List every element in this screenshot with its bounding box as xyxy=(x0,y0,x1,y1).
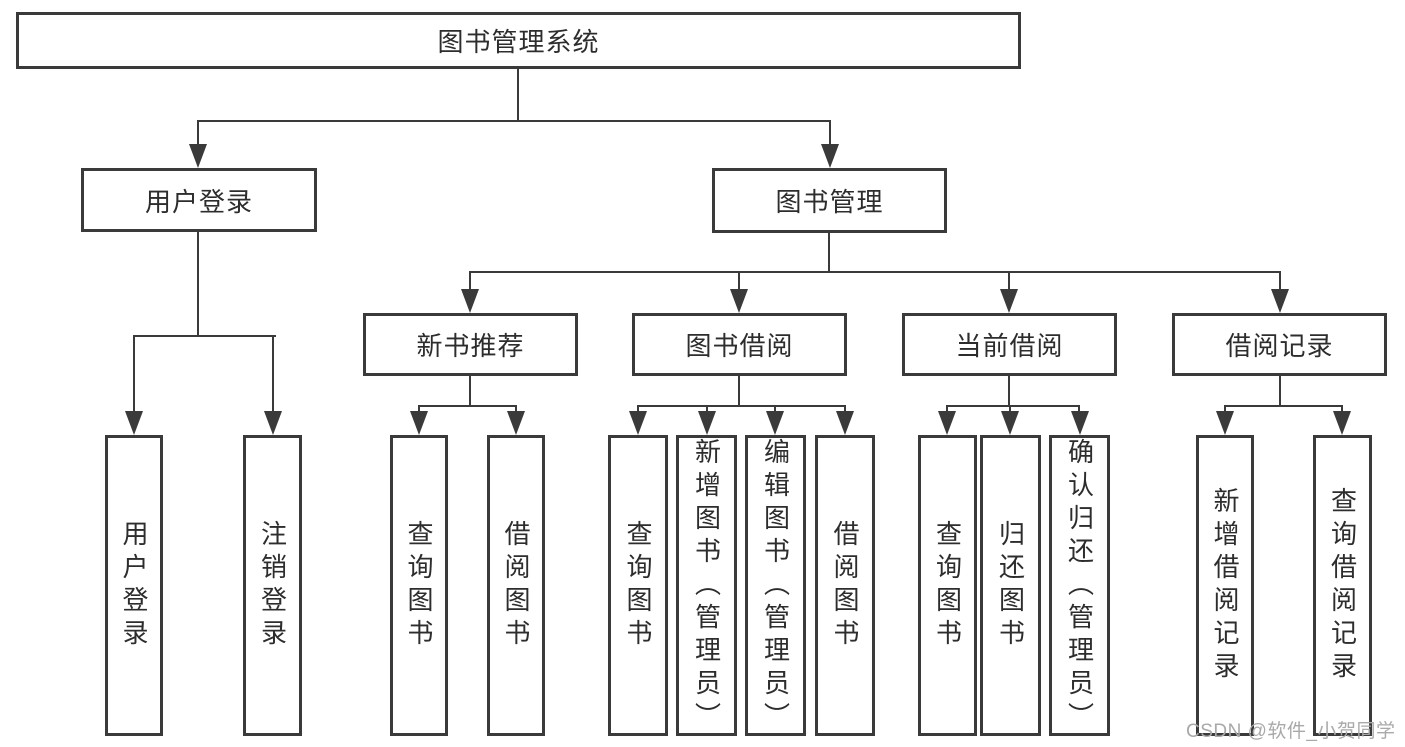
arrow-down-icon xyxy=(410,411,428,435)
arrow-down-icon xyxy=(125,411,143,435)
connector-line xyxy=(517,69,519,122)
connector-line xyxy=(774,405,776,415)
arrow-down-icon xyxy=(629,411,647,435)
connector-line xyxy=(1008,271,1010,292)
arrow-down-icon xyxy=(1000,289,1018,313)
leaf-edit-book-admin: 编辑图书（管理员） xyxy=(745,435,806,736)
node-current-borrow: 当前借阅 xyxy=(902,313,1117,376)
node-book-management: 图书管理 xyxy=(712,168,947,233)
connector-line xyxy=(197,232,199,337)
connector-line xyxy=(418,405,420,415)
leaf-add-borrow-record: 新增借阅记录 xyxy=(1196,435,1254,736)
connector-line xyxy=(738,271,740,292)
connector-line xyxy=(1009,405,1011,415)
arrow-down-icon xyxy=(938,411,956,435)
arrow-down-icon xyxy=(1333,411,1351,435)
arrow-down-icon xyxy=(461,289,479,313)
leaf-query-borrow-record: 查询借阅记录 xyxy=(1313,435,1372,736)
arrow-down-icon xyxy=(507,411,525,435)
leaf-add-book-admin: 新增图书（管理员） xyxy=(676,435,737,736)
connector-line xyxy=(829,120,831,148)
connector-line xyxy=(133,335,276,337)
leaf-logout: 注销登录 xyxy=(243,435,302,736)
connector-line xyxy=(1279,271,1281,292)
leaf-query-books-borrow: 查询图书 xyxy=(608,435,668,736)
arrow-down-icon xyxy=(766,411,784,435)
arrow-down-icon xyxy=(730,289,748,313)
leaf-query-books-current: 查询图书 xyxy=(918,435,977,736)
node-new-book-recommend: 新书推荐 xyxy=(363,313,578,376)
connector-line xyxy=(418,405,517,407)
leaf-query-books-recommend: 查询图书 xyxy=(390,435,448,736)
connector-line xyxy=(637,405,846,407)
connector-line xyxy=(706,405,708,415)
connector-line xyxy=(828,233,830,273)
connector-line xyxy=(197,120,831,122)
connector-line xyxy=(469,376,471,407)
node-borrow-records: 借阅记录 xyxy=(1172,313,1387,376)
connector-line xyxy=(1224,405,1226,415)
connector-line xyxy=(637,405,639,415)
connector-line xyxy=(469,271,471,292)
connector-line xyxy=(272,335,274,414)
connector-line xyxy=(133,335,135,414)
connector-line xyxy=(515,405,517,415)
connector-line xyxy=(1224,405,1343,407)
node-user-login: 用户登录 xyxy=(81,168,317,232)
connector-line xyxy=(946,405,948,415)
leaf-confirm-return-admin: 确认归还（管理员） xyxy=(1049,435,1110,736)
leaf-user-login: 用户登录 xyxy=(105,435,163,736)
arrow-down-icon xyxy=(821,144,839,168)
leaf-return-book: 归还图书 xyxy=(980,435,1041,736)
arrow-down-icon xyxy=(836,411,854,435)
leaf-borrow-books-recommend: 借阅图书 xyxy=(487,435,545,736)
node-root: 图书管理系统 xyxy=(16,12,1021,69)
connector-line xyxy=(197,120,199,148)
connector-line xyxy=(844,405,846,415)
arrow-down-icon xyxy=(1071,411,1089,435)
connector-line xyxy=(1341,405,1343,415)
arrow-down-icon xyxy=(189,144,207,168)
connector-line xyxy=(1078,405,1080,415)
arrow-down-icon xyxy=(698,411,716,435)
leaf-borrow-books: 借阅图书 xyxy=(815,435,875,736)
connector-line xyxy=(1008,376,1010,407)
connector-line xyxy=(1279,376,1281,407)
arrow-down-icon xyxy=(1271,289,1289,313)
node-book-borrow: 图书借阅 xyxy=(632,313,847,376)
arrow-down-icon xyxy=(1216,411,1234,435)
connector-line xyxy=(738,376,740,407)
connector-line xyxy=(469,271,1281,273)
arrow-down-icon xyxy=(264,411,282,435)
arrow-down-icon xyxy=(1001,411,1019,435)
connector-line xyxy=(946,405,1080,407)
watermark: CSDN @软件_小贺同学 xyxy=(1186,721,1396,742)
